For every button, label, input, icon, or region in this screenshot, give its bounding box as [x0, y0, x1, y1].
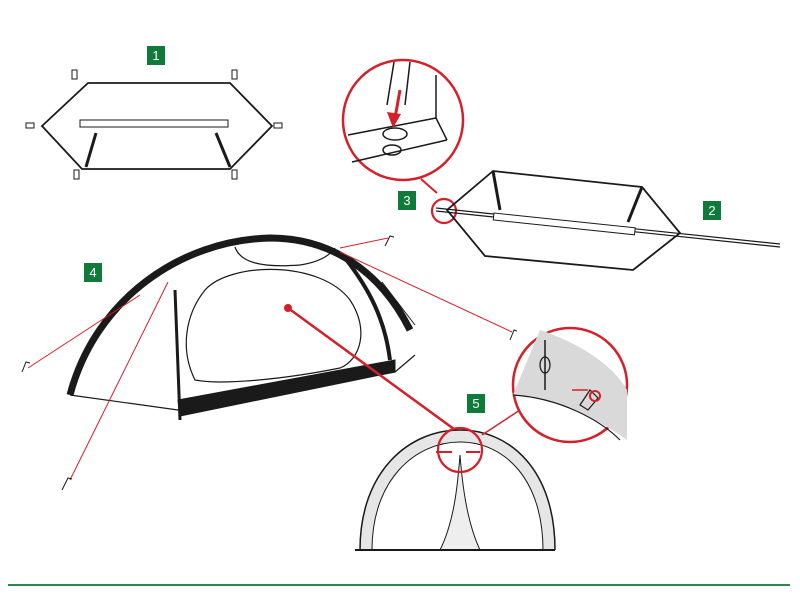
step-badge-3: 3 — [398, 191, 416, 210]
pitched-tent-step-4 — [66, 234, 416, 421]
callout-leader-line — [287, 306, 459, 434]
down-arrow-icon — [387, 112, 401, 128]
stake-icons — [21, 235, 518, 491]
footprint-step-1 — [25, 69, 283, 180]
inner-canopy-step-5 — [355, 326, 629, 551]
grommet-detail-callout — [341, 58, 465, 225]
footprint-step-2 — [435, 170, 781, 271]
step-badge-2: 2 — [703, 201, 721, 220]
step-badge-5: 5 — [467, 394, 485, 413]
step-badge-4: 4 — [84, 263, 102, 282]
guy-lines — [27, 237, 513, 481]
bottom-divider — [8, 584, 790, 586]
step-badge-1: 1 — [147, 46, 165, 65]
